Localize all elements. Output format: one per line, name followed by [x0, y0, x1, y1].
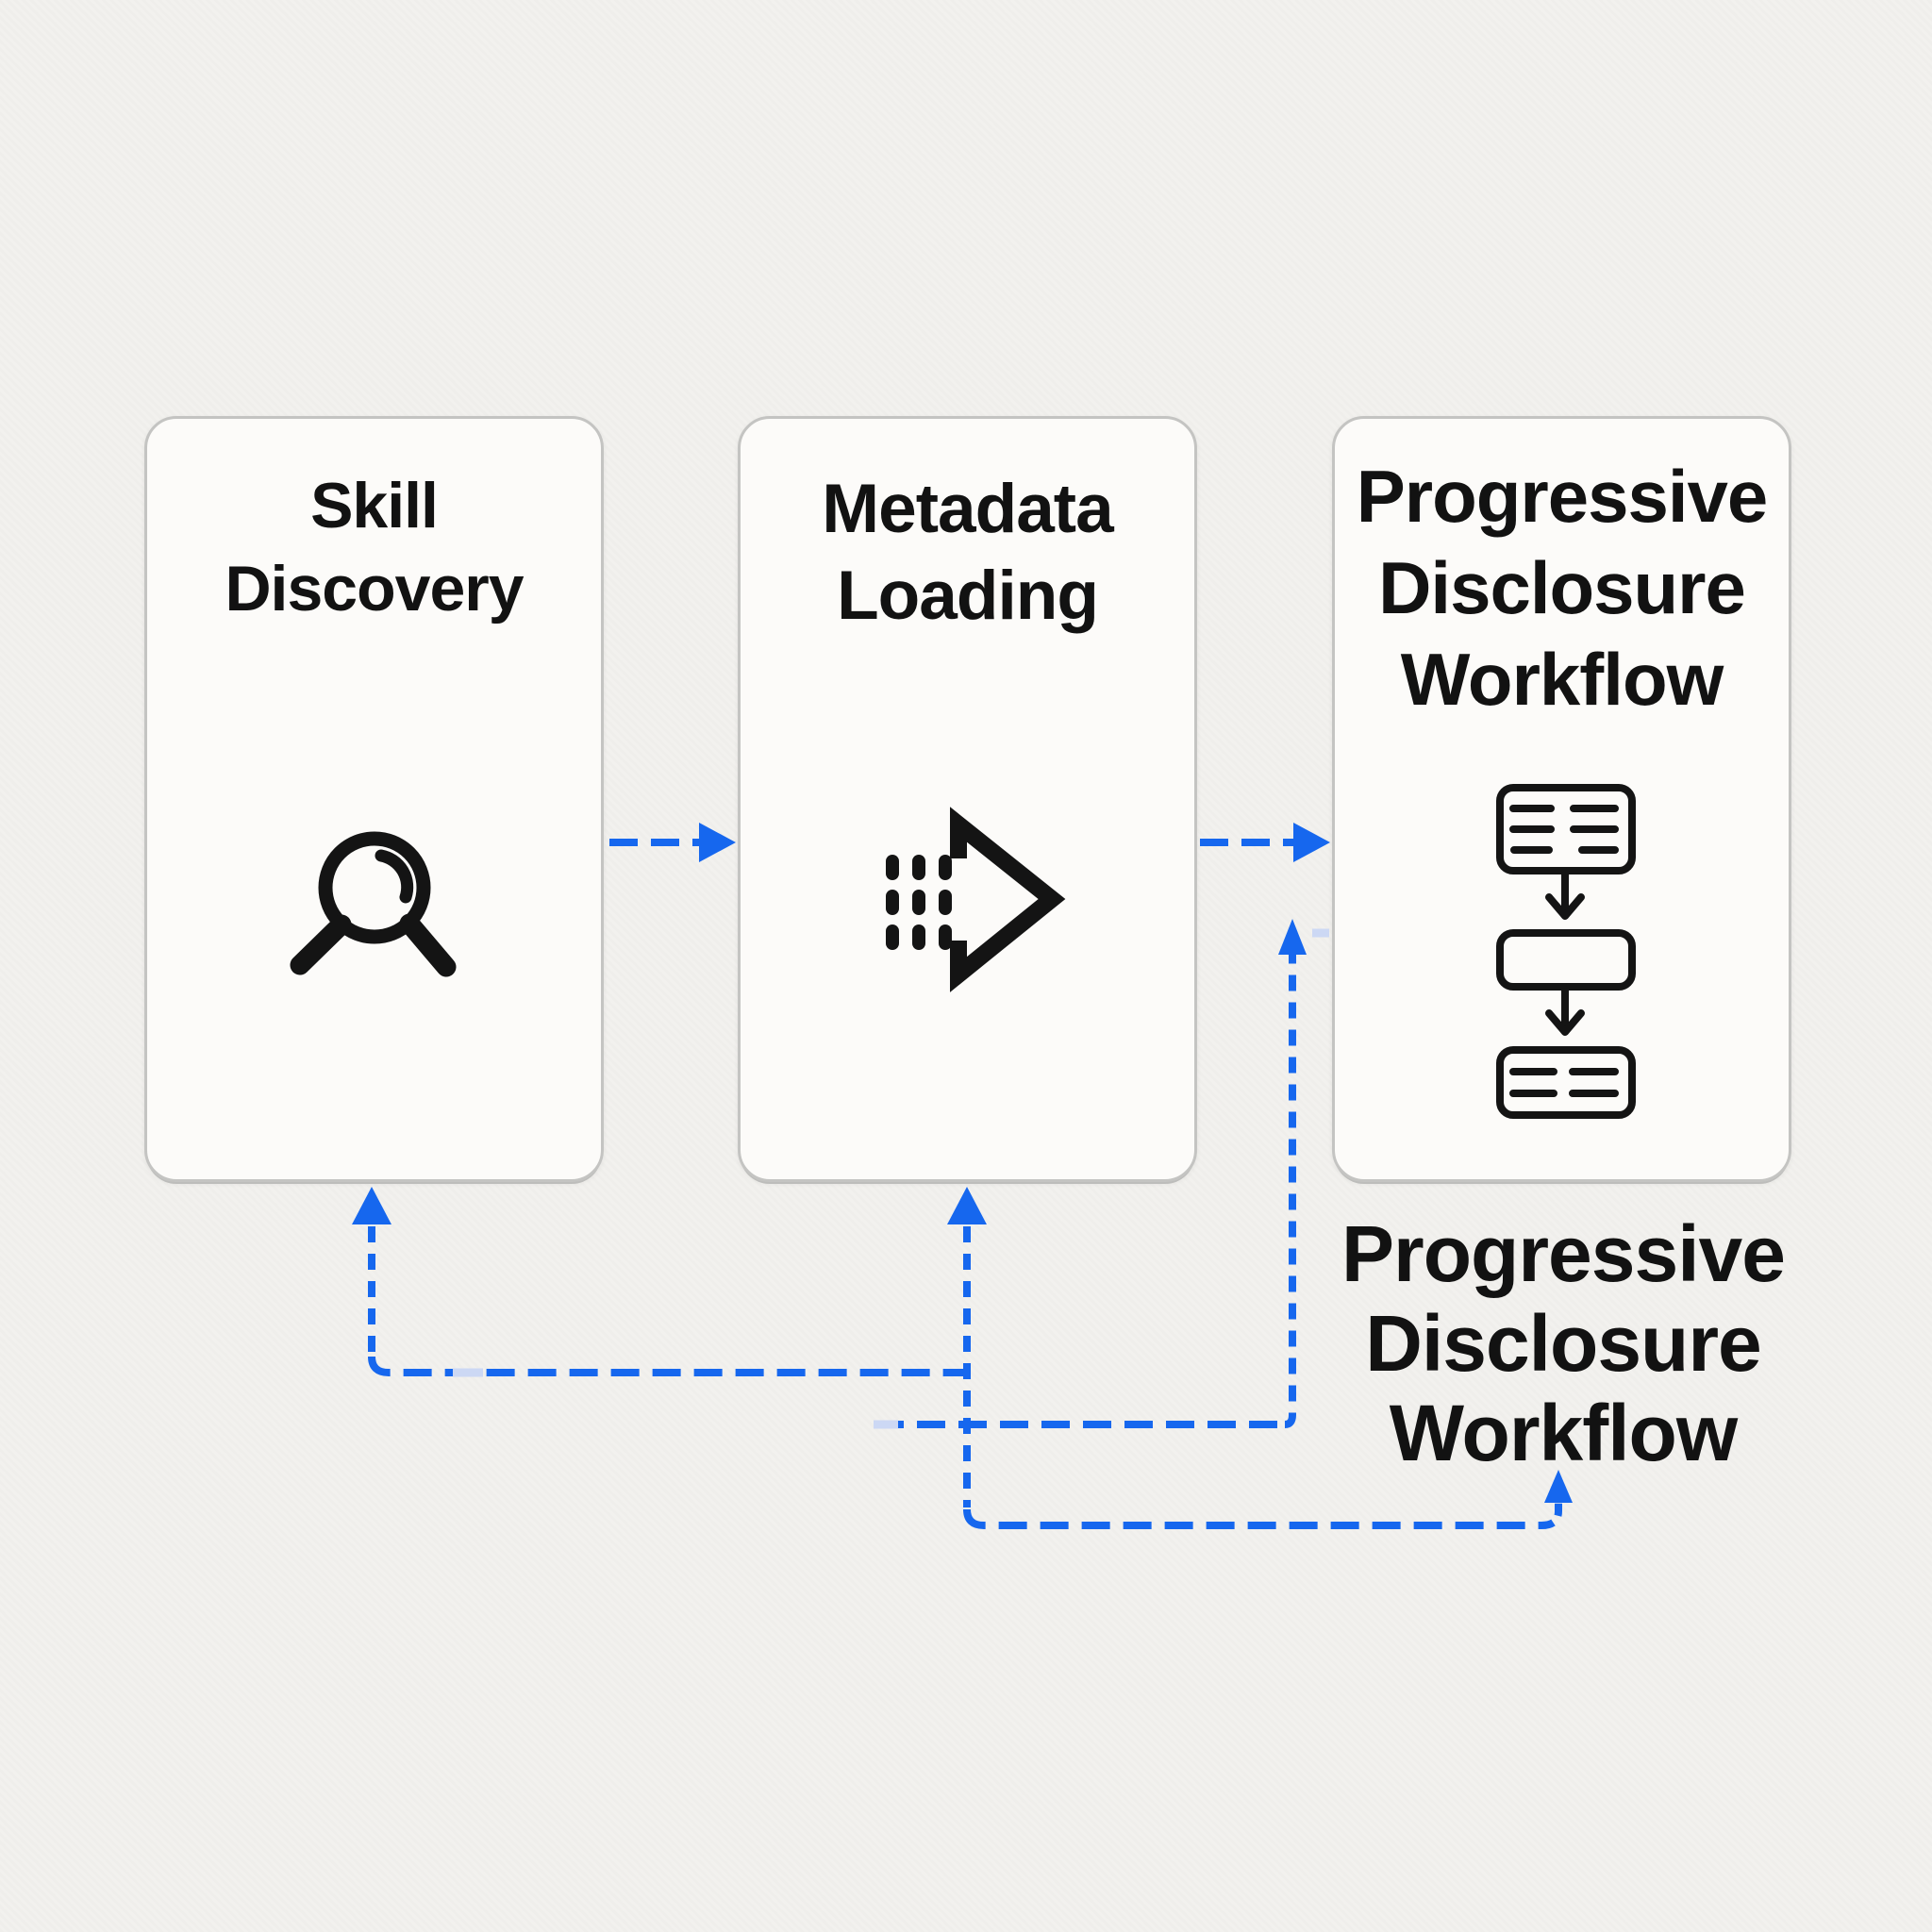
title-line: Loading [837, 558, 1099, 634]
arrow-with-dots-icon [886, 807, 1066, 992]
mini-flowchart-icon [1496, 784, 1636, 1119]
title-line: Progressive [1356, 455, 1769, 538]
title-line: Discovery [225, 553, 524, 625]
node-skill-discovery: Skill Discovery [144, 416, 604, 1182]
node-metadata-loading: Metadata Loading [738, 416, 1197, 1182]
feedback-arrow-to-metadata-and-label [947, 1187, 1573, 1529]
title-line: Skill [310, 470, 439, 541]
title-line: Disclosure [1378, 546, 1746, 629]
arrow-metadata-to-workflow [1200, 823, 1330, 862]
label-line: Workflow [1389, 1389, 1738, 1477]
label-line: Disclosure [1365, 1299, 1762, 1388]
label-line: Progressive [1341, 1209, 1786, 1298]
magnifying-glass-icon [290, 831, 457, 977]
feedback-arrow-to-skill-discovery [352, 1187, 966, 1377]
node-title-skill-discovery: Skill Discovery [147, 419, 601, 630]
node-title-progressive-disclosure-workflow: Progressive Disclosure Workflow [1335, 419, 1789, 725]
node-progressive-disclosure-workflow: Progressive Disclosure Workflow [1332, 416, 1791, 1182]
title-line: Workflow [1400, 638, 1724, 721]
arrow-skill-to-metadata [609, 823, 736, 862]
title-line: Metadata [822, 471, 1113, 547]
feedback-arrow-to-workflow-node [874, 919, 1329, 1429]
node-title-metadata-loading: Metadata Loading [741, 419, 1194, 640]
floating-label-progressive-disclosure-workflow: Progressive Disclosure Workflow [1299, 1209, 1827, 1478]
